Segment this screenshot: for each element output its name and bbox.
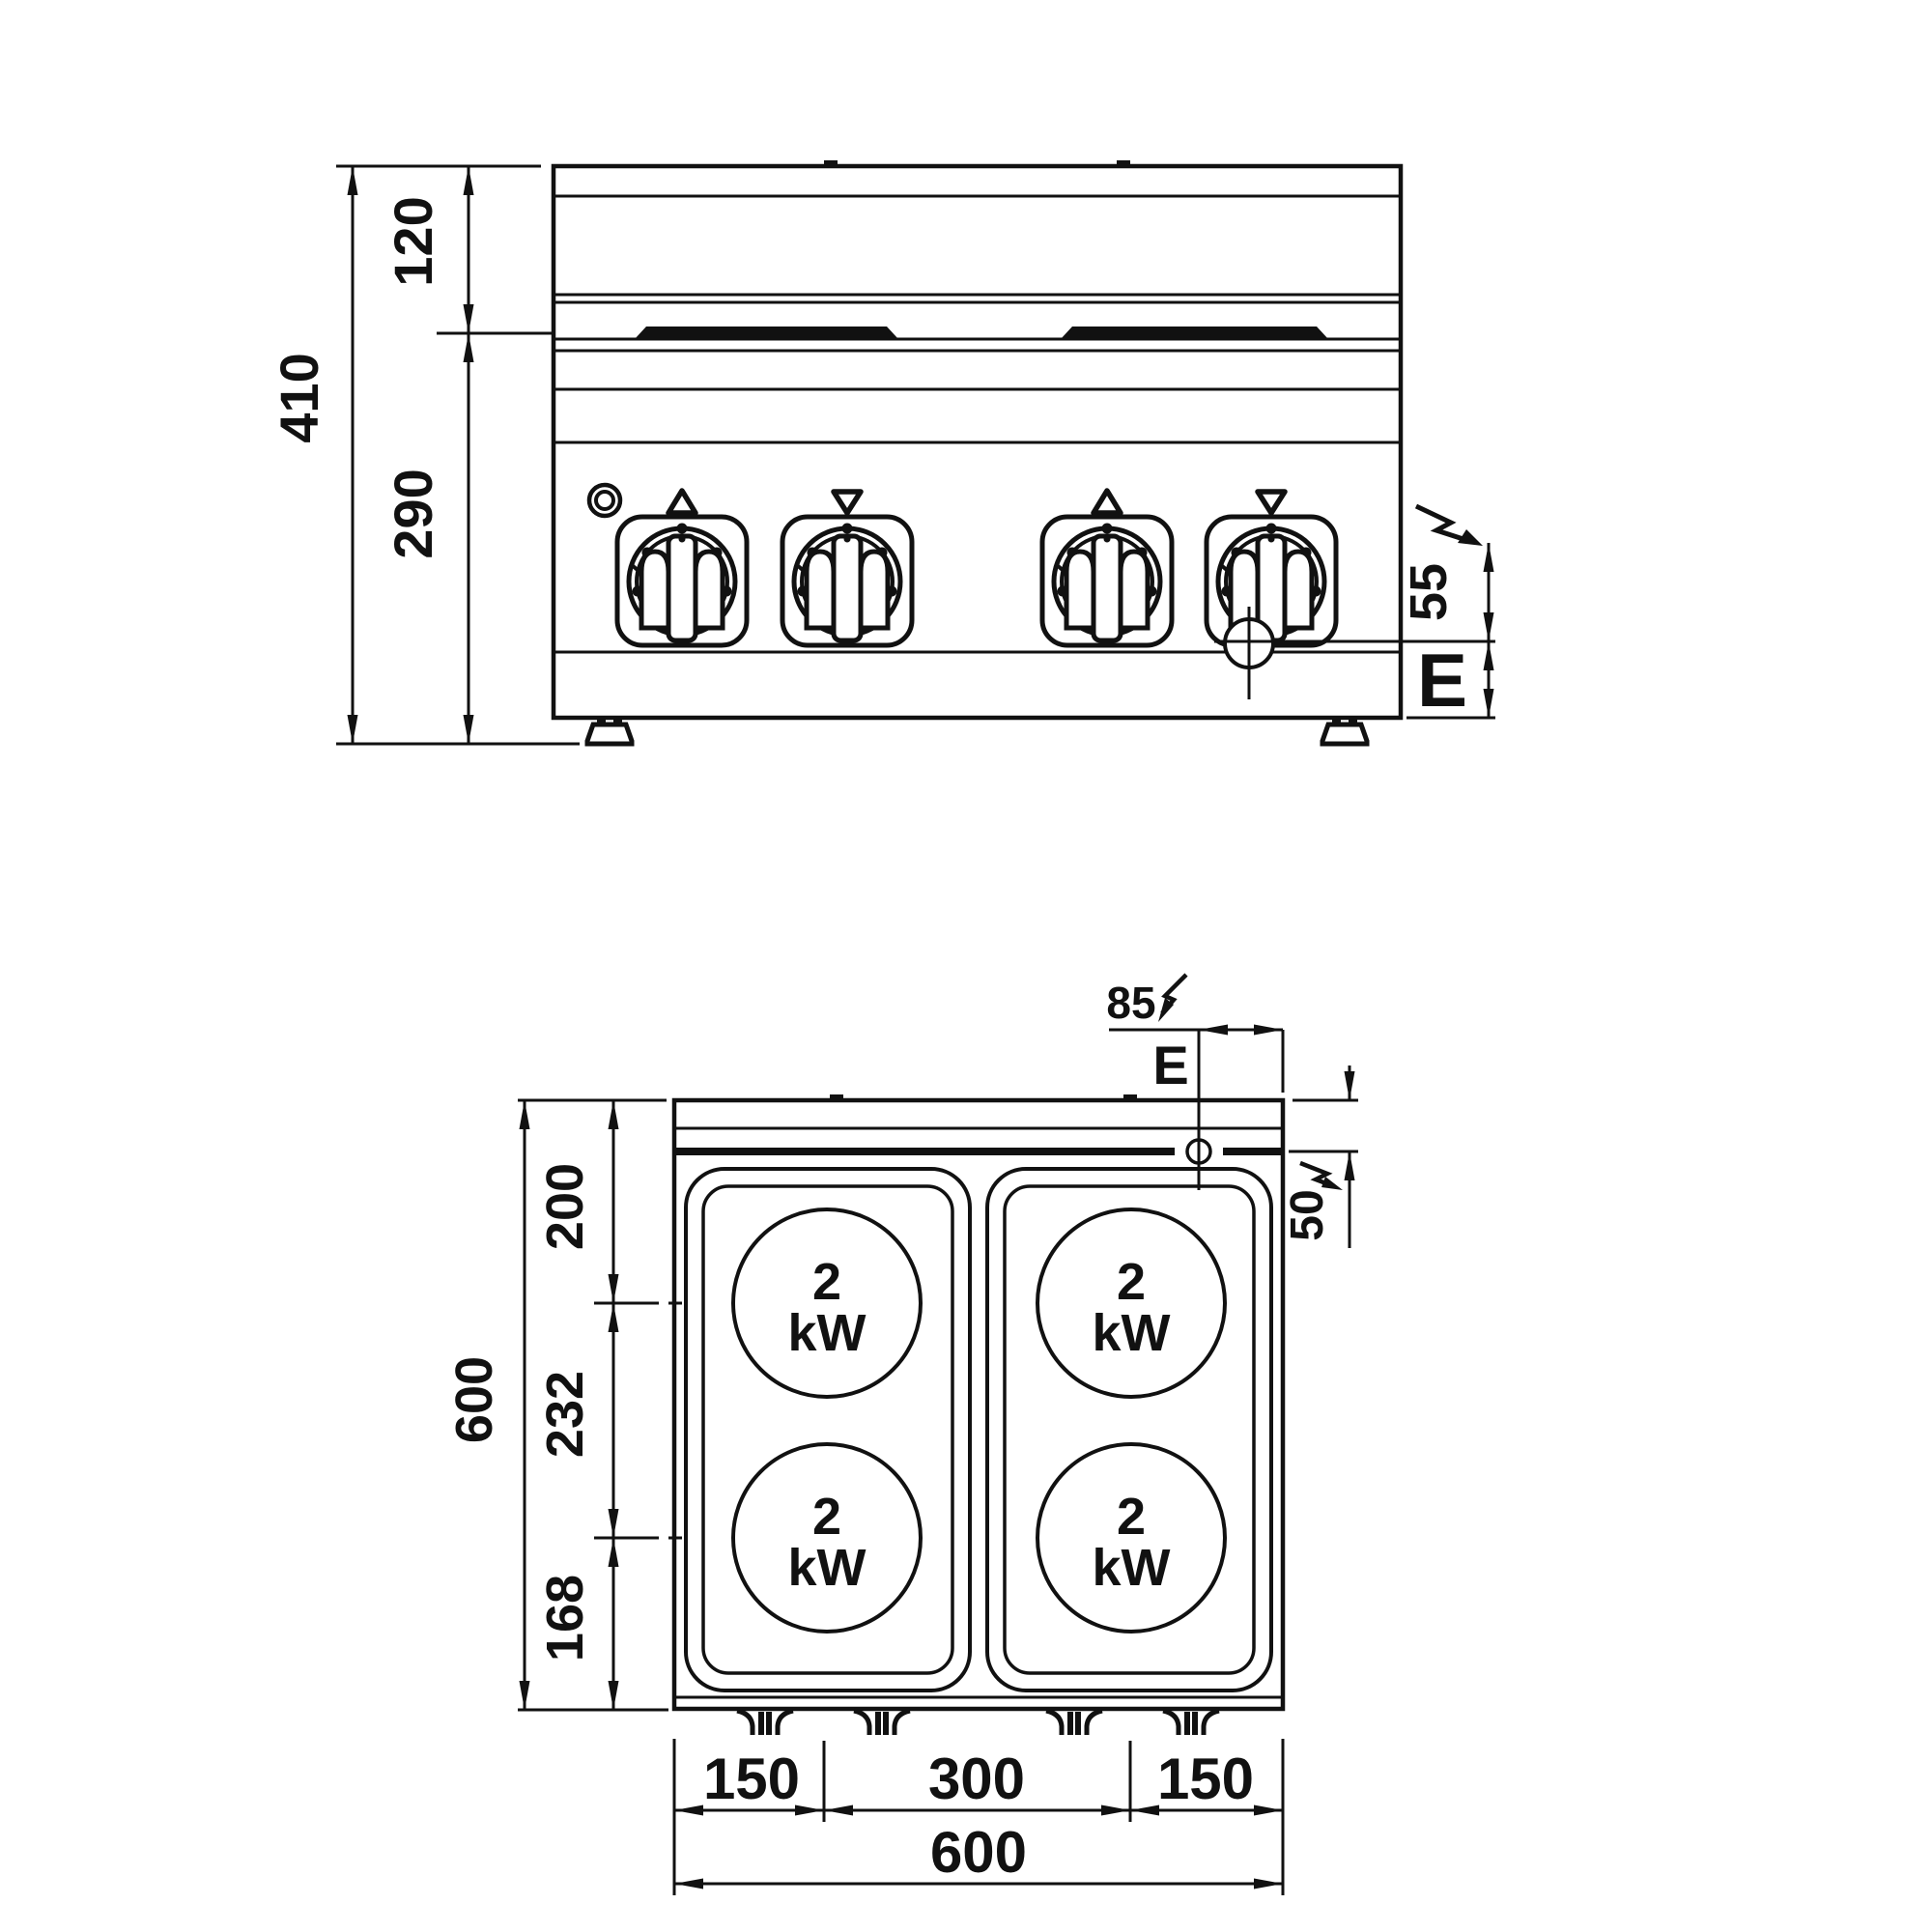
plan-bottom-dimensions: 150 300 150 600 xyxy=(672,1739,1285,1895)
electrical-connection-marker-plan xyxy=(1185,1030,1212,1190)
plate-power: 2 xyxy=(1117,1488,1146,1546)
dim-conn-offset-x: 85 xyxy=(1106,978,1155,1028)
plate-unit: kW xyxy=(788,1539,867,1597)
front-right-dimensions: 55 E xyxy=(1400,503,1495,723)
plan-conn-dimensions: 85 E 50 xyxy=(1106,973,1358,1248)
plan-body-outline xyxy=(671,1097,1286,1712)
hotplate-top-right: 2 kW xyxy=(1036,1208,1227,1399)
arrow-down-icon xyxy=(831,489,864,516)
foot-front-right xyxy=(1322,718,1367,744)
dim-depth-front: 200 xyxy=(536,1163,594,1250)
arrow-up-icon xyxy=(666,488,698,516)
dim-width-total: 600 xyxy=(930,1820,1027,1885)
front-groove-left xyxy=(635,327,898,339)
dim-top-height: 120 xyxy=(383,196,443,286)
control-knob-3 xyxy=(1042,517,1172,645)
arrow-up-icon xyxy=(1091,488,1123,516)
dim-total-height: 410 xyxy=(269,353,329,442)
front-panel-lines xyxy=(554,194,1401,654)
dim-conn-height: 55 xyxy=(1400,563,1458,621)
front-groove-right xyxy=(1061,327,1328,339)
conn-label-front: E xyxy=(1417,638,1467,723)
seam-tick xyxy=(1123,1094,1137,1100)
front-left-dimensions: 410 120 290 xyxy=(269,164,580,746)
dim-width-right: 150 xyxy=(1157,1747,1254,1811)
plan-view: 2 kW 2 kW 2 kW 2 kW xyxy=(445,973,1358,1895)
dim-depth-rear: 168 xyxy=(536,1575,594,1662)
control-knob-1 xyxy=(617,517,747,645)
plan-groove-left xyxy=(674,1148,1175,1155)
knob-direction-icons xyxy=(666,488,1288,516)
seam-tick xyxy=(830,1094,843,1100)
control-knob-4 xyxy=(1207,517,1336,645)
dim-depth-total: 600 xyxy=(445,1356,503,1443)
front-view: 410 120 290 55 E xyxy=(269,160,1495,744)
plate-unit: kW xyxy=(788,1304,867,1362)
foot-plan-2 xyxy=(854,1711,910,1735)
hotplate-top-left: 2 kW xyxy=(731,1208,923,1399)
foot-front-left xyxy=(587,718,632,744)
arrow-down-icon xyxy=(1255,489,1288,516)
plate-power: 2 xyxy=(812,1253,841,1311)
foot-plan-1 xyxy=(737,1711,793,1735)
dim-width-mid: 300 xyxy=(928,1747,1025,1811)
plan-groove-right xyxy=(1223,1148,1283,1155)
conn-label-plan: E xyxy=(1152,1035,1188,1095)
seam-tick xyxy=(824,160,838,166)
plate-unit: kW xyxy=(1093,1304,1171,1362)
lightning-icon xyxy=(1299,1160,1343,1190)
lightning-icon xyxy=(1414,503,1483,546)
hotplate-bottom-left: 2 kW xyxy=(731,1442,923,1634)
control-knob-2 xyxy=(782,517,912,645)
plate-power: 2 xyxy=(1117,1253,1146,1311)
foot-plan-3 xyxy=(1046,1711,1102,1735)
dim-base-height: 290 xyxy=(383,469,443,558)
plate-power: 2 xyxy=(812,1488,841,1546)
plan-left-dimensions: 600 200 232 168 xyxy=(445,1098,682,1712)
indicator-lamp xyxy=(586,482,623,519)
plate-unit: kW xyxy=(1093,1539,1171,1597)
foot-plan-4 xyxy=(1163,1711,1219,1735)
seam-tick xyxy=(1117,160,1130,166)
dim-depth-mid: 232 xyxy=(536,1371,594,1458)
hob-wells xyxy=(684,1167,1273,1692)
hotplate-bottom-right: 2 kW xyxy=(1036,1442,1227,1634)
dim-conn-offset-y: 50 xyxy=(1282,1189,1333,1240)
electrical-connection-marker-front xyxy=(1214,607,1495,699)
lightning-icon xyxy=(1158,973,1188,1022)
dim-width-left: 150 xyxy=(703,1747,800,1811)
